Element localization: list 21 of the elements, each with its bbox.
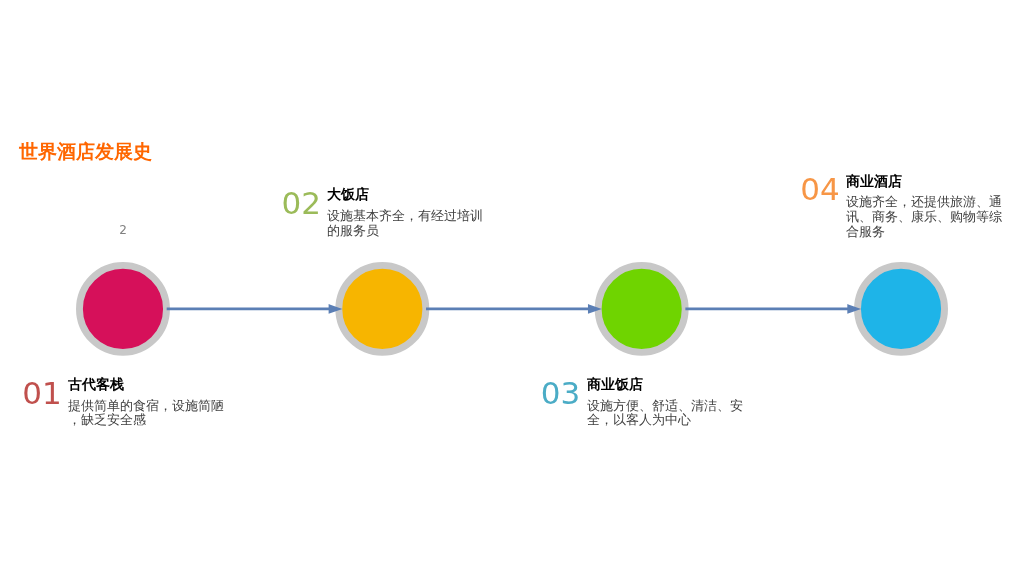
arrow bbox=[166, 304, 343, 314]
arrow bbox=[685, 304, 862, 314]
node-label: 04 bbox=[800, 171, 840, 208]
node-label: 商业酒店 bbox=[845, 172, 902, 189]
node-circle bbox=[594, 261, 689, 356]
node-label: 01 bbox=[22, 374, 62, 411]
node-label: 03 bbox=[540, 374, 581, 411]
node-label: 02 bbox=[281, 184, 321, 221]
node-label: 商业饭店 bbox=[586, 375, 643, 392]
node-circle bbox=[76, 261, 170, 356]
node-label: 设施齐全，还提供旅游、通讯、商务、康乐、购物等综合服务 bbox=[845, 194, 1002, 239]
node-circle bbox=[335, 261, 430, 356]
label: 2 bbox=[119, 222, 127, 237]
node-label: 大饭店 bbox=[327, 186, 370, 203]
arrow bbox=[426, 304, 602, 314]
diagram-title: 世界酒店发展史 bbox=[18, 140, 152, 163]
node-label: 提供简单的食宿，设施简陋，缺乏安全感 bbox=[67, 397, 224, 428]
node-label: 设施方便、舒适、清洁、安全，以客人为中心 bbox=[586, 397, 743, 428]
node-circle bbox=[854, 261, 948, 356]
node-label: 设施基本齐全，有经过培训的服务员 bbox=[327, 208, 484, 238]
node-label: 古代客栈 bbox=[67, 375, 124, 392]
